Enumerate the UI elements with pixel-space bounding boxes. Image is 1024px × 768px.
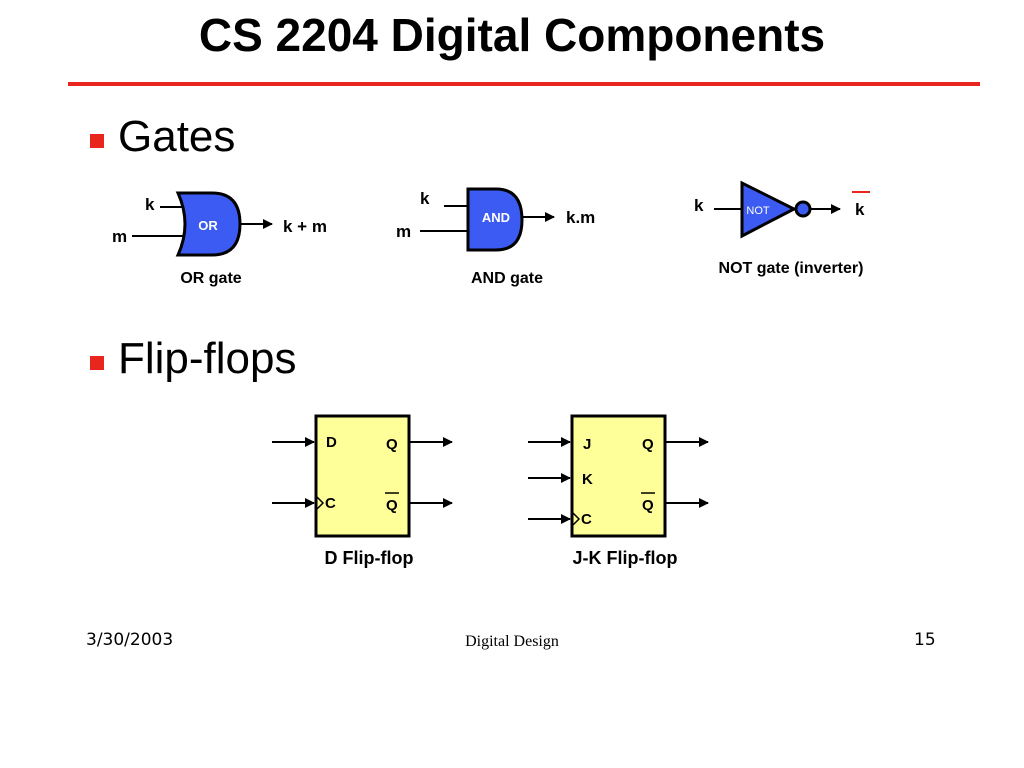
jk-flipflop: J K C Q Q J-K Flip-flop (528, 414, 709, 568)
and-caption: AND gate (471, 270, 543, 287)
jk-pin-j: J (583, 436, 591, 453)
not-gate: NOT k k NOT gate (inverter) (694, 180, 870, 277)
and-gate: AND k m k.m AND gate (396, 187, 595, 287)
bullet-square-icon (90, 134, 104, 148)
bullet-square-icon (90, 356, 104, 370)
bullet-gates-text: Gates (118, 112, 236, 161)
or-in2-label: m (112, 227, 127, 246)
jk-flipflop-caption: J-K Flip-flop (573, 548, 678, 568)
jk-flipflop-body (570, 414, 667, 538)
footer-date: 3/30/2003 (86, 630, 174, 650)
or-gate: OR k m k + m OR gate (112, 191, 327, 287)
jk-pin-k: K (582, 471, 593, 488)
jk-pin-qbar: Q (642, 497, 654, 514)
not-output-label: k (855, 200, 865, 219)
d-flipflop-body (314, 414, 411, 538)
slide-title: CS 2204 Digital Components (198, 9, 826, 61)
and-symbol-label: AND (482, 210, 510, 225)
or-in1-label: k (145, 195, 155, 214)
bullet-flipflops-text: Flip-flops (118, 334, 297, 383)
bullet-gates: Gates (90, 112, 235, 162)
footer-title: Digital Design (465, 633, 559, 650)
title-divider (68, 82, 980, 86)
page-number: 15 (914, 630, 936, 650)
d-flipflop: D C Q Q D Flip-flop (272, 414, 453, 568)
not-symbol-label: NOT (746, 205, 770, 217)
jk-clock-triangle-icon (572, 512, 581, 526)
and-in1-label: k (420, 189, 430, 208)
or-gate-body (175, 191, 242, 257)
not-gate-body (740, 180, 798, 239)
jk-pin-q: Q (642, 436, 654, 453)
not-caption: NOT gate (inverter) (719, 260, 864, 277)
inversion-bubble (794, 200, 812, 218)
or-symbol-label: OR (198, 218, 218, 233)
or-output-label: k + m (283, 217, 327, 236)
d-pin-qbar: Q (386, 497, 398, 514)
bullet-flipflops: Flip-flops (90, 334, 297, 384)
d-pin-c: C (325, 495, 336, 512)
d-pin-d: D (326, 434, 337, 451)
d-flipflop-caption: D Flip-flop (325, 548, 414, 568)
d-pin-q: Q (386, 436, 398, 453)
and-output-label: k.m (566, 208, 595, 227)
jk-pin-c: C (581, 511, 592, 528)
not-input-label: k (694, 196, 704, 215)
and-in2-label: m (396, 222, 411, 241)
or-caption: OR gate (180, 270, 241, 287)
d-clock-triangle-icon (316, 496, 325, 510)
and-gate-body (466, 187, 524, 252)
